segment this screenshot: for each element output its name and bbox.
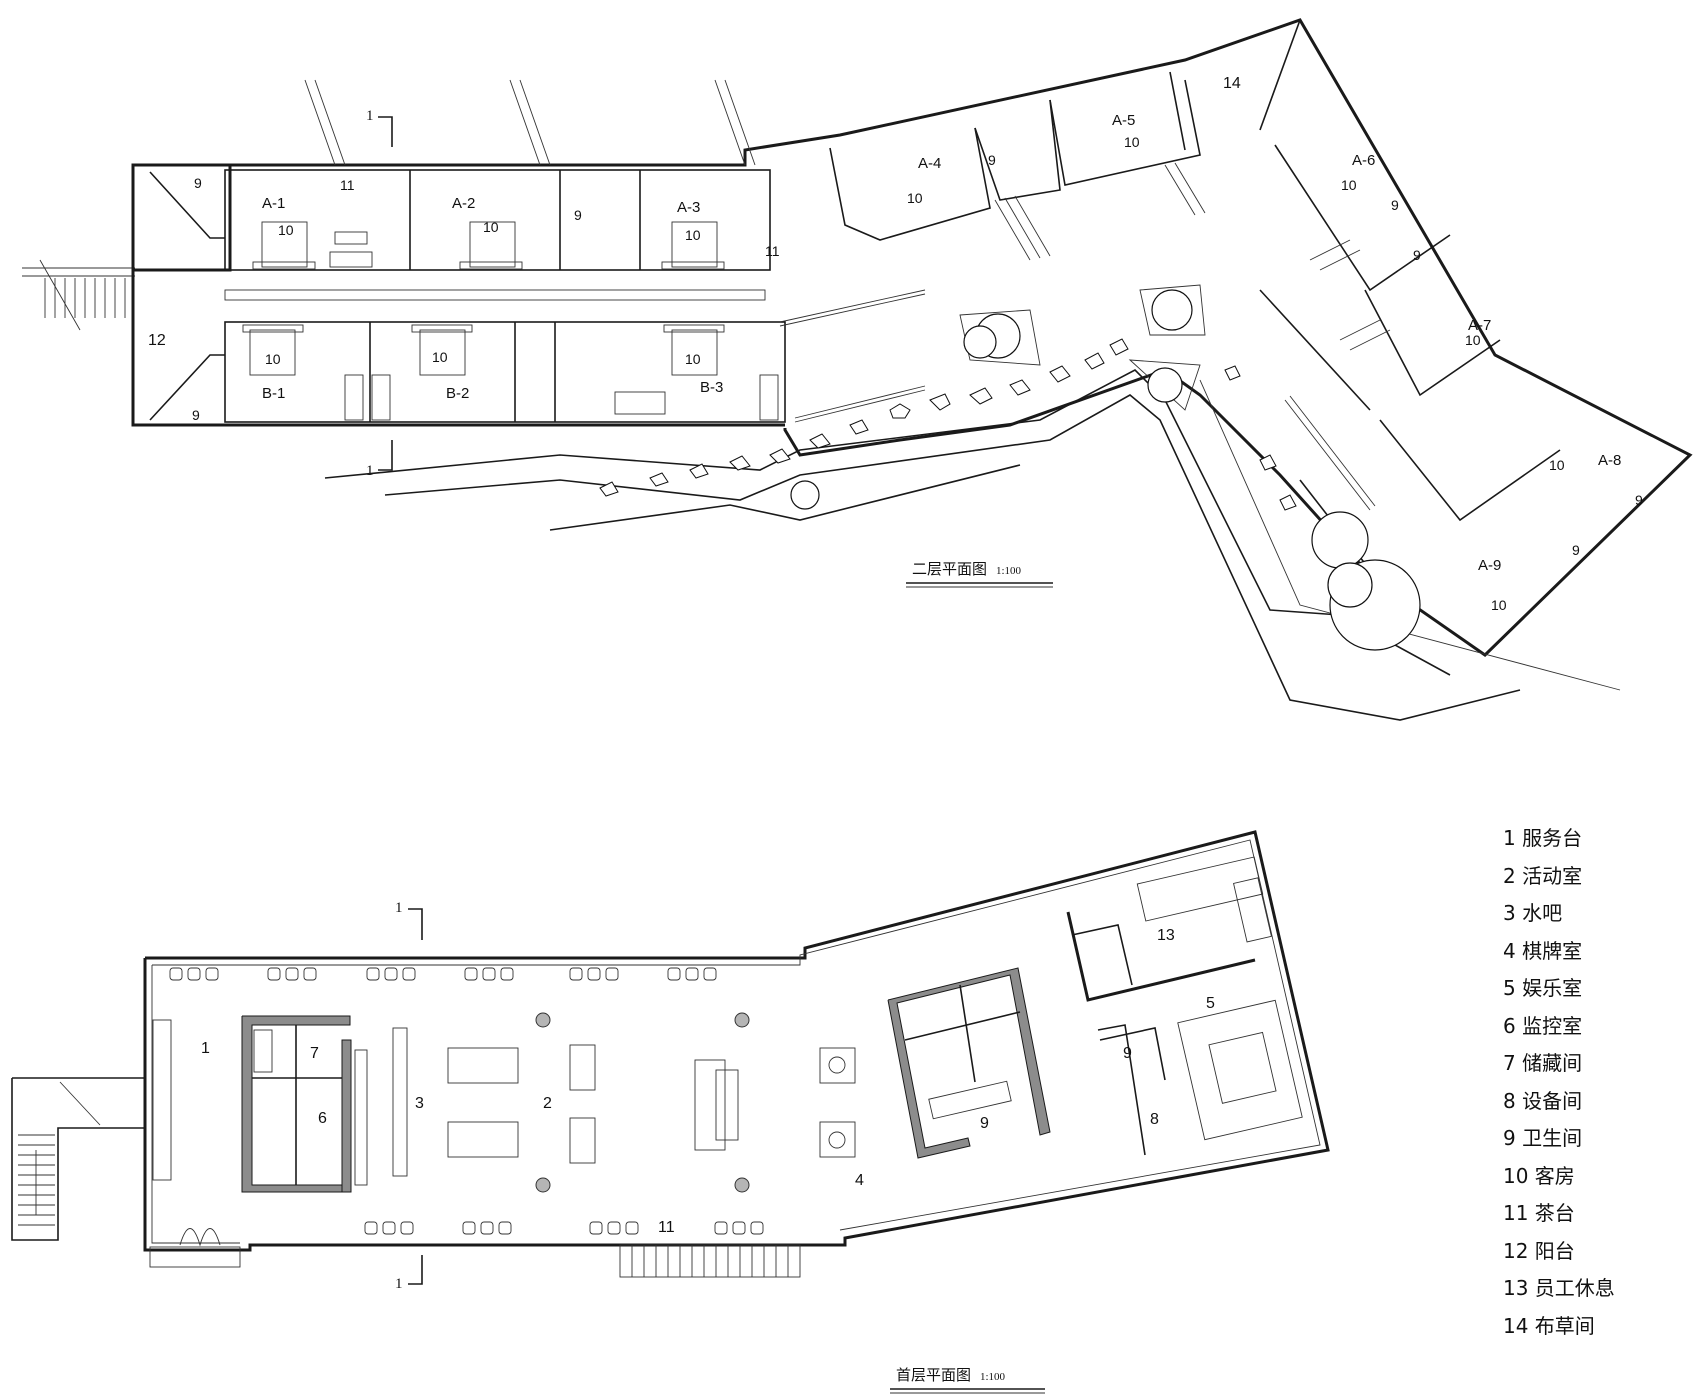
svg-text:9: 9 (1123, 1045, 1132, 1062)
svg-text:10: 10 (1124, 134, 1140, 150)
north-room-beds (252, 221, 725, 270)
svg-text:A-2: A-2 (452, 195, 475, 212)
svg-text:10: 10 (483, 219, 499, 235)
ground-west-stair (11, 1077, 145, 1241)
west-stair (22, 259, 135, 331)
legend-item: 5 娱乐室 (1503, 976, 1583, 1000)
svg-text:B-2: B-2 (446, 385, 469, 402)
second-floor-title: 二层平面图 1:100 (906, 561, 1053, 588)
svg-text:9: 9 (980, 1115, 989, 1132)
legend-item: 14 布草间 (1503, 1313, 1595, 1338)
svg-text:1:100: 1:100 (980, 1371, 1006, 1383)
svg-text:10: 10 (685, 227, 701, 243)
svg-text:1: 1 (201, 1040, 210, 1057)
svg-text:9: 9 (1413, 247, 1421, 263)
svg-text:4: 4 (855, 1172, 864, 1189)
toilet-block (887, 967, 1051, 1159)
ground-floor-title: 首层平面图 1:100 (890, 1367, 1045, 1394)
svg-text:13: 13 (1157, 927, 1175, 944)
svg-text:二层平面图: 二层平面图 (912, 561, 987, 578)
svg-text:A-9: A-9 (1478, 557, 1501, 574)
legend-item: 1 服务台 (1503, 826, 1583, 850)
legend-item: 2 活动室 (1503, 863, 1583, 888)
room-legend: 1 服务台 2 活动室 3 水吧 4 棋牌室 5 娱乐室 6 监控室 7 储藏间… (1503, 820, 1693, 1345)
landscape-path (324, 284, 1621, 721)
legend-item: 8 设备间 (1503, 1088, 1583, 1113)
legend-item: 11 茶台 (1503, 1201, 1575, 1225)
svg-text:1:100: 1:100 (996, 565, 1022, 577)
svg-text:11: 11 (340, 177, 355, 193)
svg-text:A-5: A-5 (1112, 112, 1135, 129)
activity-furniture (447, 1012, 856, 1193)
svg-text:B-1: B-1 (262, 385, 285, 402)
second-floor-plan: 1 1 (22, 18, 1693, 721)
upper-room-labels: A-1 A-2 A-3 A-4 A-5 A-6 A-7 A-8 A-9 B-1 … (262, 112, 1621, 574)
north-seating (169, 967, 717, 981)
svg-text:12: 12 (148, 332, 166, 349)
svg-text:首层平面图: 首层平面图 (896, 1367, 971, 1384)
svg-text:1: 1 (395, 1276, 403, 1292)
svg-text:9: 9 (192, 407, 200, 423)
svg-text:10: 10 (278, 222, 294, 238)
service-core (241, 1015, 352, 1193)
svg-text:B-3: B-3 (700, 379, 723, 396)
svg-text:1: 1 (366, 463, 374, 479)
legend-item: 7 储藏间 (1503, 1051, 1583, 1075)
svg-text:9: 9 (1391, 197, 1399, 213)
svg-text:10: 10 (432, 349, 448, 365)
upper-number-labels: 9 9 12 14 10 10 10 10 10 10 10 10 10 10 … (148, 75, 1643, 613)
svg-text:10: 10 (265, 351, 281, 367)
svg-text:10: 10 (1465, 332, 1481, 348)
section-mark-ground: 1 1 (395, 900, 423, 1292)
svg-text:A-1: A-1 (262, 195, 285, 212)
svg-text:9: 9 (1572, 542, 1580, 558)
east-rooms (1066, 856, 1303, 1156)
svg-text:10: 10 (685, 351, 701, 367)
svg-text:2: 2 (543, 1095, 552, 1112)
south-stair (619, 1244, 801, 1278)
svg-text:10: 10 (1341, 177, 1357, 193)
ground-floor-plan: 1 1 1 2 3 4 5 6 7 8 9 9 11 13 首层平面图 1:10… (11, 830, 1330, 1394)
legend-item: 4 棋牌室 (1503, 938, 1583, 963)
legend-item: 9 卫生间 (1503, 1126, 1583, 1150)
svg-text:1: 1 (395, 900, 403, 916)
svg-text:10: 10 (1549, 457, 1565, 473)
svg-text:10: 10 (907, 190, 923, 206)
svg-text:5: 5 (1206, 995, 1215, 1012)
legend-item: 6 监控室 (1503, 1013, 1583, 1038)
svg-text:10: 10 (1491, 597, 1507, 613)
svg-text:A-4: A-4 (918, 155, 941, 172)
svg-text:6: 6 (318, 1110, 327, 1127)
svg-text:A-7: A-7 (1468, 317, 1491, 334)
svg-text:9: 9 (574, 207, 582, 223)
legend-item: 3 水吧 (1503, 901, 1563, 925)
svg-text:A-8: A-8 (1598, 452, 1621, 469)
svg-text:9: 9 (1635, 492, 1643, 508)
svg-text:A-6: A-6 (1352, 152, 1375, 169)
svg-text:11: 11 (765, 243, 780, 259)
legend-item: 13 员工休息 (1503, 1276, 1615, 1300)
section-mark-upper: 1 1 (366, 108, 393, 479)
svg-text:8: 8 (1150, 1111, 1159, 1128)
svg-text:7: 7 (310, 1045, 319, 1062)
svg-text:1: 1 (366, 108, 374, 124)
svg-text:3: 3 (415, 1095, 424, 1112)
svg-text:9: 9 (988, 152, 996, 168)
legend-item: 10 客房 (1503, 1163, 1575, 1188)
legend-item: 12 阳台 (1503, 1238, 1575, 1263)
ground-number-labels: 1 2 3 4 5 6 7 8 9 9 11 13 (201, 927, 1215, 1236)
south-seating (364, 1221, 764, 1235)
svg-text:9: 9 (194, 175, 202, 191)
south-room-beds (242, 324, 779, 421)
svg-text:14: 14 (1223, 75, 1241, 92)
svg-text:A-3: A-3 (677, 199, 700, 216)
svg-text:11: 11 (658, 1219, 675, 1236)
